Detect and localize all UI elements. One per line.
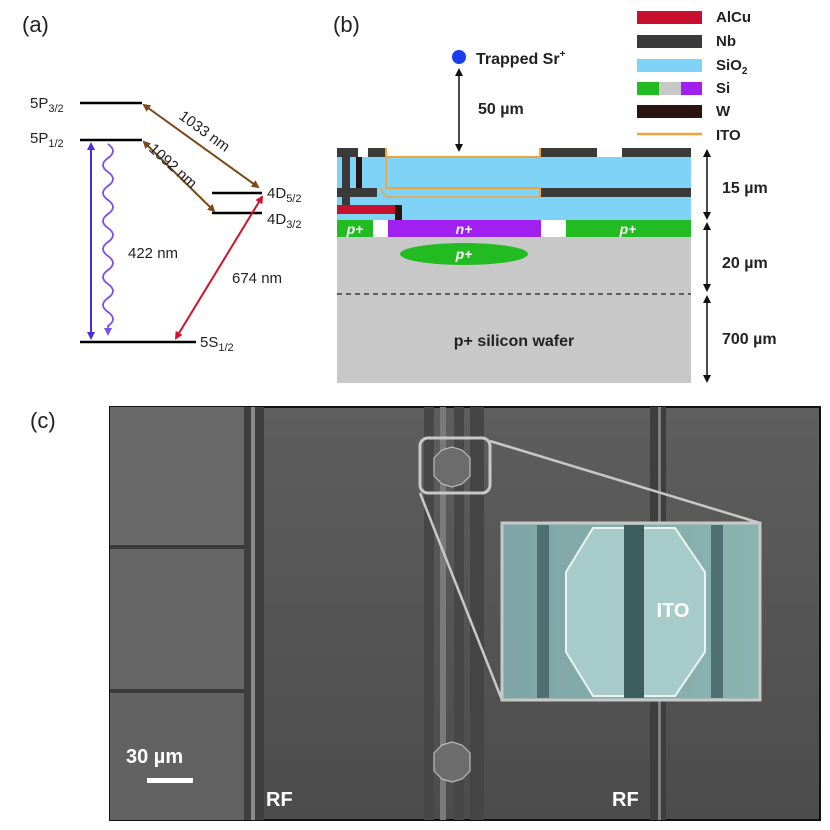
legend-si-swatch-green (637, 82, 659, 95)
legend-w-swatch (637, 105, 702, 118)
pplus-well-region (400, 243, 528, 265)
panel-b-label: (b) (333, 12, 360, 37)
sem-center-gap-left (424, 407, 434, 820)
w-via-top (356, 157, 362, 188)
transition-422-label: 422 nm (128, 245, 178, 262)
scalebar (147, 778, 193, 783)
sem-center-gap-far (470, 407, 484, 820)
legend-si-swatch-grey (659, 82, 681, 95)
nplus-label: n+ (456, 221, 473, 237)
alcu-pad (337, 205, 395, 214)
level-5p32-label: 5P3/2 (30, 95, 64, 115)
nb-top-left-b (368, 148, 386, 157)
rf-right-label: RF (612, 789, 639, 811)
level-5s12-label: 5S1/2 (200, 334, 234, 354)
panel-c-sem-image: (c) ITO 30 µm (30, 406, 821, 821)
sem-ito-electrode-top (433, 446, 471, 488)
nb-mid-right (540, 188, 691, 197)
panel-c-label: (c) (30, 408, 56, 433)
ito-bottom-trace (379, 187, 540, 198)
trapped-ion-label: Trapped Sr+ (476, 49, 566, 68)
nb-top-right-b (622, 148, 691, 157)
level-4d32-label: 4D3/2 (267, 211, 301, 231)
zoom-line-top (489, 439, 761, 525)
transition-674-label: 674 nm (232, 270, 282, 287)
legend-si-label: Si (716, 80, 730, 97)
level-5p12-label: 5P1/2 (30, 130, 64, 150)
ito-mid-trace (385, 157, 541, 197)
pplus-right-region (566, 220, 691, 237)
pplus-well-label: p+ (455, 246, 473, 262)
legend-ito-label: ITO (716, 127, 741, 144)
rf-left-label: RF (266, 789, 293, 811)
sem-rail-left-edge (251, 407, 255, 820)
ion-height-label: 50 µm (478, 101, 524, 118)
panel-b-cross-section: (b) Trapped Sr+ 50 µm p+ silicon wafer p… (333, 9, 777, 383)
legend-w-label: W (716, 103, 731, 120)
sem-ito-electrode-bottom (433, 741, 471, 783)
material-legend: AlCu Nb SiO2 Si W ITO (637, 9, 751, 144)
sem-pad-top (110, 407, 250, 547)
inset-ito-label: ITO (657, 600, 690, 622)
nplus-region (388, 220, 541, 237)
legend-nb-label: Nb (716, 33, 736, 50)
sem-pad-middle (110, 547, 250, 691)
silicon-substrate (337, 237, 691, 383)
dim-15um-label: 15 µm (722, 180, 768, 197)
inset-rail-right (711, 525, 723, 698)
legend-si-swatch-purple (681, 82, 702, 95)
legend-nb-swatch (637, 35, 702, 48)
legend-alcu-swatch (637, 11, 702, 24)
pplus-right-label: p+ (619, 221, 637, 237)
transition-674-arrow (174, 195, 264, 340)
dim-20um-label: 20 µm (722, 255, 768, 272)
decay-422-wavy-arrow (102, 143, 114, 336)
nb-top-right-a (540, 148, 597, 157)
panel-a-label: (a) (22, 12, 49, 37)
pplus-left-region (337, 220, 373, 237)
scalebar-label: 30 µm (126, 746, 183, 768)
sem-center-trace (440, 407, 446, 820)
inset-rail-left (537, 525, 549, 698)
nb-mid-left (337, 188, 377, 197)
panel-a-energy-levels: (a) 5P3/2 5P1/2 4D5/2 4D3/2 5S1/2 1033 n… (22, 12, 301, 354)
zoom-line-bottom (418, 492, 504, 701)
trapped-ion-dot (452, 50, 466, 64)
ito-top-trace (385, 148, 541, 158)
w-via (395, 205, 402, 220)
zoom-box (418, 436, 492, 495)
zoom-inset: ITO (500, 521, 762, 702)
nb-top-left-a (337, 148, 358, 157)
legend-sio2-label: SiO2 (716, 57, 748, 77)
sem-pad-bottom (110, 691, 250, 820)
inset-center-slot (624, 525, 644, 698)
pplus-left-label: p+ (346, 221, 364, 237)
legend-alcu-label: AlCu (716, 9, 751, 26)
legend-sio2-swatch (637, 59, 702, 72)
sem-center-gap-right (454, 407, 464, 820)
wafer-label: p+ silicon wafer (454, 333, 574, 350)
nb-via-left (342, 157, 350, 205)
level-4d52-label: 4D5/2 (267, 185, 301, 205)
dim-700um-label: 700 µm (722, 331, 777, 348)
transition-1092-label: 1092 nm (145, 140, 200, 192)
